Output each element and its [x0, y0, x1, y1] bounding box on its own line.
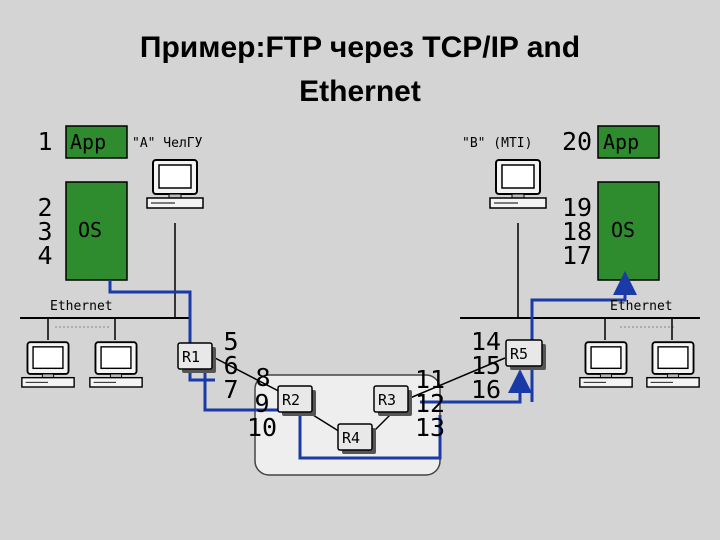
path-a-to-r1 [108, 280, 215, 382]
path-step-14-16: 14 15 16 [470, 327, 502, 404]
path-r3-to-r5 [420, 369, 532, 404]
router-r1 [177, 342, 216, 373]
path-step-8: 8 [255, 363, 271, 392]
lan-right-computer-icon [578, 341, 634, 388]
left-app-box [65, 125, 128, 159]
path-step-9-10: 9 10 [246, 389, 278, 442]
router-r2 [277, 385, 316, 416]
router-r4-label: R4 [342, 429, 361, 447]
host-a-label: "A" ЧелГУ [132, 136, 203, 151]
left-os-box [65, 181, 128, 281]
slide-title-line-2: Ethernet [299, 75, 421, 108]
bus-drops [47, 223, 673, 340]
left-app-label: App [70, 130, 107, 154]
left-app-step: 1 [37, 127, 53, 156]
host-a-computer-icon [146, 159, 204, 209]
path-step-11-13: 11 12 13 [414, 365, 446, 442]
right-app-label: App [603, 130, 640, 154]
router-r3 [373, 385, 412, 416]
router-r5 [505, 339, 546, 370]
slide-title-line-1: Пример:FTP через TCP/IP and [139, 31, 581, 64]
path-step-6-7: 6 7 [223, 351, 239, 404]
right-app-box [597, 125, 660, 159]
router-r2-label: R2 [282, 391, 301, 409]
router-r3-label: R3 [378, 391, 397, 409]
left-os-steps: 2 3 4 [37, 193, 53, 270]
lan-left-computer-icon [20, 341, 76, 388]
right-os-label: OS [611, 218, 636, 242]
lan-right-computer-icon [645, 341, 701, 388]
right-app-step: 20 [561, 127, 593, 156]
router-r1-label: R1 [182, 348, 201, 366]
lan-left-computer-icon [88, 341, 144, 388]
right-os-steps: 19 18 17 [561, 193, 593, 270]
host-b-label: "B" (MTI) [462, 136, 533, 151]
router-r4 [337, 423, 376, 454]
ethernet-label-right: Ethernet [610, 299, 673, 314]
ethernet-label-left: Ethernet [50, 299, 113, 314]
left-os-label: OS [78, 218, 103, 242]
router-r5-label: R5 [510, 345, 529, 363]
path-r2-to-r3 [298, 415, 442, 460]
host-b-computer-icon [489, 159, 547, 209]
path-step-5: 5 [223, 327, 239, 356]
path-r1-to-r2 [203, 372, 280, 412]
